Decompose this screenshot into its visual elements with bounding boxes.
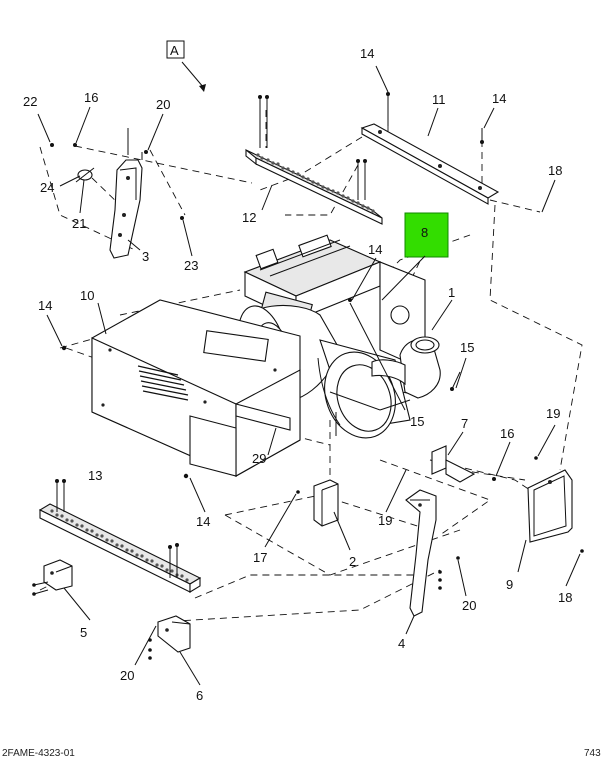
callout-18: 18 bbox=[548, 163, 562, 178]
part-21-clip bbox=[50, 143, 184, 220]
callout-12: 12 bbox=[242, 210, 256, 225]
part-5-bracket bbox=[32, 559, 73, 596]
part-9-side-panel bbox=[527, 456, 584, 553]
callout-24: 24 bbox=[40, 180, 54, 195]
leader-lines bbox=[37, 65, 581, 686]
footer-page-number: 743 bbox=[584, 748, 601, 759]
part-13-lower-step bbox=[38, 479, 202, 593]
callout-18: 18 bbox=[558, 590, 572, 605]
callout-10: 10 bbox=[80, 288, 94, 303]
callout-6: 6 bbox=[196, 688, 203, 703]
callout-1: 1 bbox=[448, 285, 455, 300]
callout-19: 19 bbox=[546, 406, 560, 421]
callout-14: 14 bbox=[38, 298, 52, 313]
callout-20: 20 bbox=[156, 97, 170, 112]
part-11-bracket-plate bbox=[360, 92, 500, 205]
callout-8: 8 bbox=[421, 225, 428, 240]
part-3-left-bracket bbox=[73, 128, 148, 259]
callout-numbers: 14 11 14 22 16 20 18 24 21 12 3 23 8 14 … bbox=[23, 46, 572, 703]
callout-9: 9 bbox=[506, 577, 513, 592]
part-8-highlight-box bbox=[404, 212, 449, 258]
callout-17: 17 bbox=[253, 550, 267, 565]
panel-vent-slots bbox=[137, 365, 189, 401]
callout-19: 19 bbox=[378, 513, 392, 528]
callout-2: 2 bbox=[349, 554, 356, 569]
part-12-upper-step bbox=[245, 95, 383, 225]
view-label-text: A bbox=[170, 43, 179, 58]
part-10-side-panel bbox=[61, 299, 301, 479]
callout-11: 11 bbox=[432, 92, 446, 107]
callout-13: 13 bbox=[88, 468, 102, 483]
part-6-bracket bbox=[148, 615, 191, 660]
part-2-sensor-box bbox=[296, 479, 339, 527]
callout-16: 16 bbox=[500, 426, 514, 441]
callout-3: 3 bbox=[142, 249, 149, 264]
callout-22: 22 bbox=[23, 94, 37, 109]
callout-29: 29 bbox=[252, 451, 266, 466]
footer-drawing-number: 2FAME-4323-01 bbox=[2, 748, 75, 759]
callout-14: 14 bbox=[360, 46, 374, 61]
callout-15: 15 bbox=[460, 340, 474, 355]
part-8-highlight bbox=[381, 212, 449, 301]
part-4-bracket bbox=[405, 489, 460, 617]
callout-14: 14 bbox=[368, 242, 382, 257]
callout-7: 7 bbox=[461, 416, 468, 431]
callout-21: 21 bbox=[72, 216, 86, 231]
callout-20: 20 bbox=[120, 668, 134, 683]
callout-15: 15 bbox=[410, 414, 424, 429]
callout-14: 14 bbox=[196, 514, 210, 529]
callout-4: 4 bbox=[398, 636, 405, 651]
callout-14: 14 bbox=[492, 91, 506, 106]
view-label-a: A bbox=[166, 40, 206, 92]
callout-20: 20 bbox=[462, 598, 476, 613]
callout-23: 23 bbox=[184, 258, 198, 273]
fasteners bbox=[348, 298, 461, 391]
part-7-bracket bbox=[431, 445, 496, 483]
callout-5: 5 bbox=[80, 625, 87, 640]
callout-16: 16 bbox=[84, 90, 98, 105]
